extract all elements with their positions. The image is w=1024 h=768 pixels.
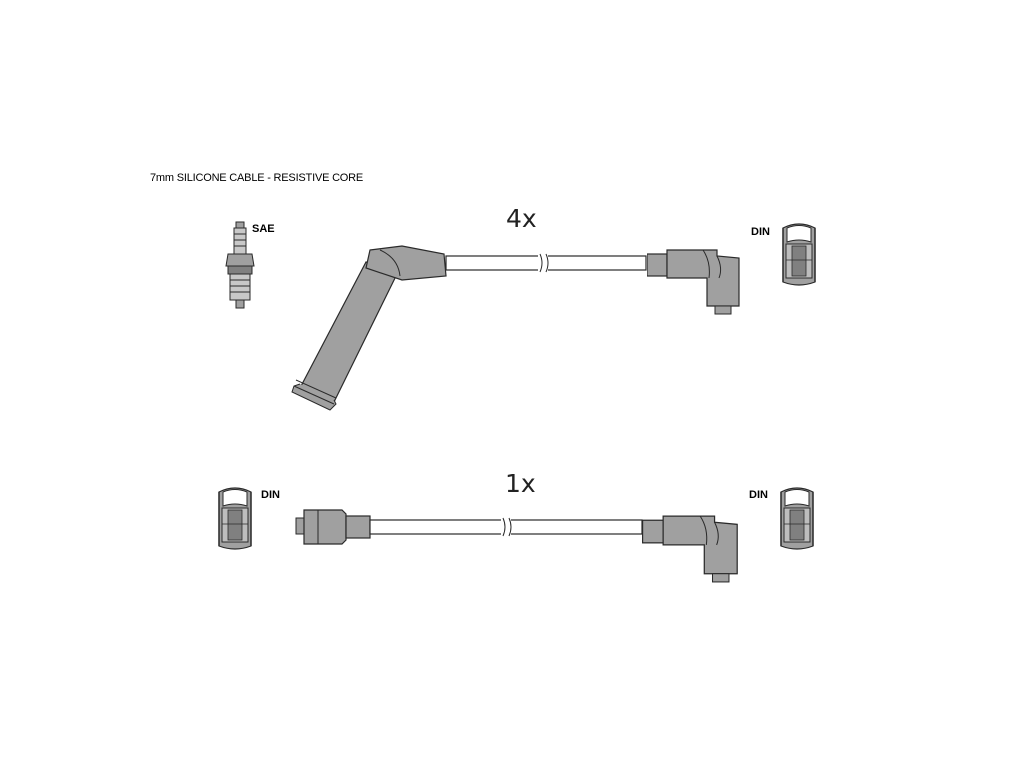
din-socket-left-icon: [218, 487, 252, 550]
set1-quantity: 4x: [506, 204, 537, 233]
coil-boot-straight: [295, 509, 371, 545]
spark-plug-icon: [225, 221, 255, 309]
plug-boot-straight: [291, 245, 447, 411]
set2-left-label: DIN: [261, 489, 280, 501]
set2-quantity: 1x: [505, 469, 536, 498]
cable-set2: [369, 516, 643, 538]
angle-boot-set2: [642, 515, 738, 583]
angle-boot-set1: [647, 249, 740, 315]
set1-right-label: DIN: [751, 226, 770, 238]
cable-set1: [445, 252, 647, 274]
set2-right-label: DIN: [749, 489, 768, 501]
set1-left-label: SAE: [252, 223, 275, 235]
diagram-caption: 7mm SILICONE CABLE - RESISTIVE CORE: [150, 172, 364, 184]
din-socket-icon: [782, 223, 816, 286]
din-socket-right-icon: [780, 487, 814, 550]
